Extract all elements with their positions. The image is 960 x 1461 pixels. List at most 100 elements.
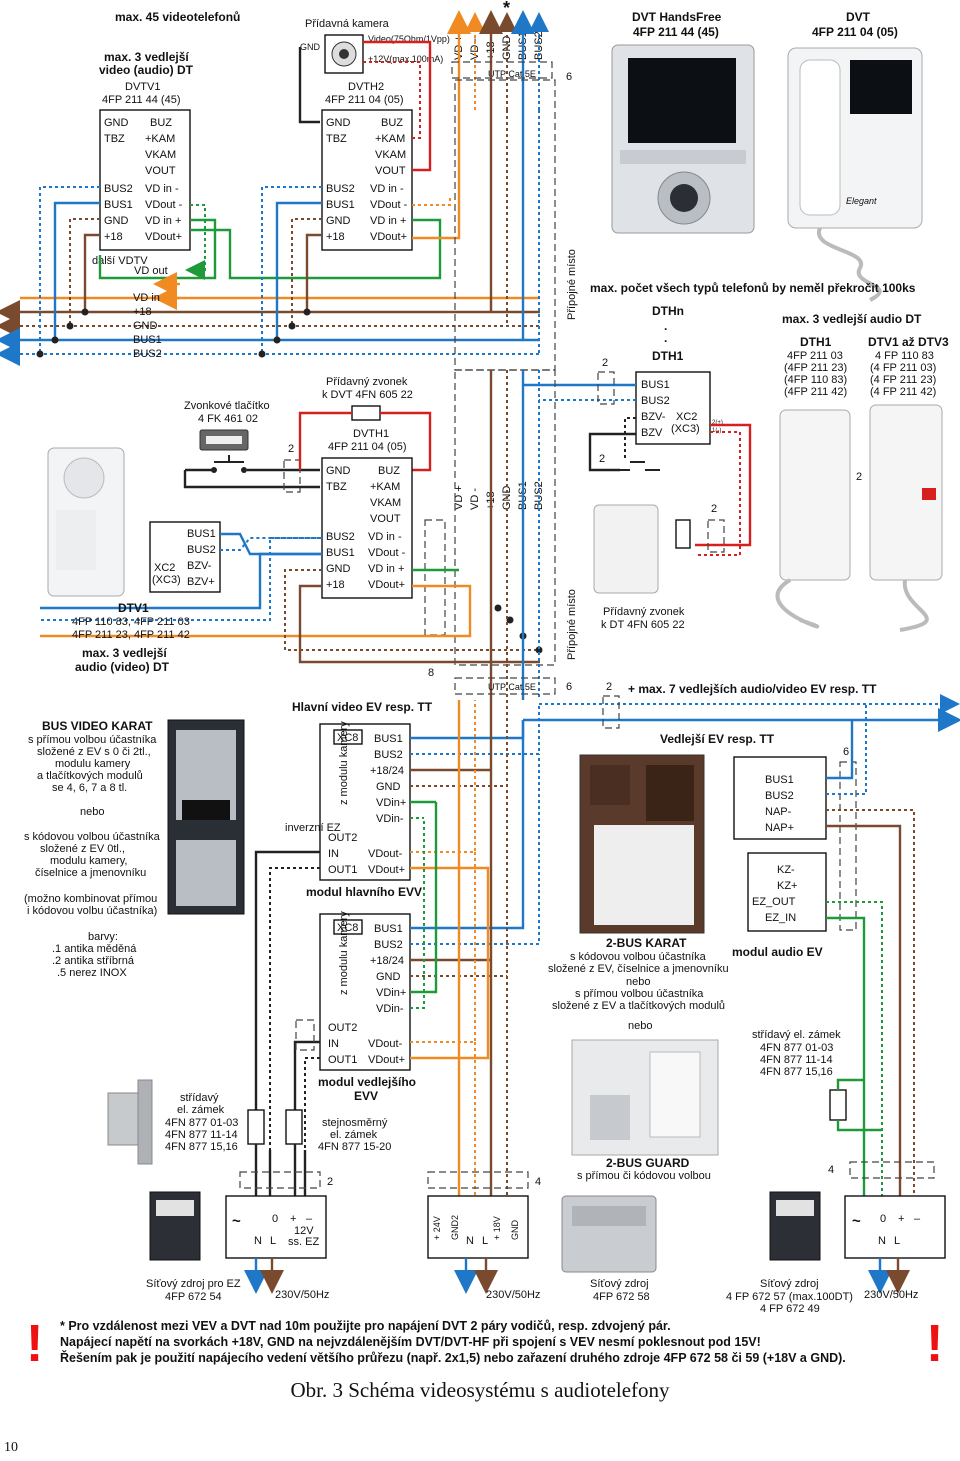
low-utp-box <box>454 677 556 695</box>
psu2-box <box>427 1195 529 1259</box>
num-2-dt-bell: 2 <box>711 503 717 515</box>
drop-dvth2-bus2 <box>261 186 322 354</box>
dtv1-left-pin-bus1: BUS1 <box>187 528 216 540</box>
side-ev-pin-1: BUS2 <box>374 939 403 951</box>
camera-gnd-label: GND <box>300 42 321 52</box>
wire-side-vdoutminus <box>410 852 476 1043</box>
main-ev-xc8: XC8 <box>337 732 358 744</box>
side-ev-xc8-box <box>333 919 363 935</box>
dvtv1-pin-r7: VDout+ <box>145 231 182 243</box>
main-ev-title: Hlavní video EV resp. TT <box>292 700 433 714</box>
dvtv1-pin-r1: +KAM <box>145 133 175 145</box>
dvth1-pin-r4: VD in - <box>368 531 402 543</box>
bus2-karat-title: 2-BUS KARAT <box>606 936 687 950</box>
camera-video-label: Video(75Ohm/1Vpp) <box>368 34 450 44</box>
karat-line2-2: modulu kamery, <box>50 855 127 867</box>
side-ev-footer-2: EVV <box>354 1089 378 1103</box>
key-icon <box>670 184 698 212</box>
psu1-sub-l: L <box>270 1235 276 1247</box>
lock-ac-left-title-2: el. zámek <box>177 1104 225 1116</box>
lock-ac-left-code-0: 4FN 877 01-03 <box>165 1117 238 1129</box>
karat-comb-1: i kódovou volbu účastníka) <box>27 905 157 917</box>
wire-dthn-bzvminus <box>624 417 636 458</box>
dtv1-left-pin-bus2: BUS2 <box>187 544 216 556</box>
side-tt-box1 <box>733 756 827 840</box>
psu1-image <box>149 1191 201 1261</box>
psu2-image <box>561 1195 657 1273</box>
karat-line2-1: složené z EV 0tl., <box>40 843 125 855</box>
lock-ac-right-title: střídavý el. zámek <box>752 1029 841 1041</box>
dvtv1-pin-l7: +18 <box>104 231 123 243</box>
utp-marker-dt-bell <box>707 519 725 553</box>
side-ev-pin-4: VDin+ <box>376 987 406 999</box>
utp-marker-side <box>295 1019 315 1051</box>
lock-ac-left-symbol <box>247 1109 265 1145</box>
drop-dvth2-18 <box>305 233 322 312</box>
psu1-title: Síťový zdroj pro EZ <box>146 1278 241 1290</box>
num-2-max7: 2 <box>606 681 612 693</box>
utp-marker-max7 <box>602 695 620 729</box>
junction <box>258 350 266 358</box>
dtv1-left-code-0: 4FP 110 83, 4FP 211 03 <box>72 616 190 628</box>
side-tt-pin1-2: NAP- <box>765 806 792 818</box>
psu3-code2: 4 FP 672 49 <box>760 1303 820 1315</box>
figure-caption: Obr. 3 Schéma videosystému s audiotelefo… <box>290 1378 670 1402</box>
karat-or: nebo <box>80 806 104 818</box>
psu1-sub-n: N <box>254 1235 262 1247</box>
top-bus-labels: VD + VD - +18 GND BUS1 BUS2 <box>453 31 545 60</box>
main-ev-out1: OUT1 <box>328 864 357 876</box>
wire-dvth1-gnd <box>284 569 540 651</box>
dvth2-pin-r1: +KAM <box>375 133 405 145</box>
psu1-term-minus: – <box>306 1213 313 1225</box>
num-8: 8 <box>428 667 434 679</box>
psu1-code: 4FP 672 54 <box>165 1291 222 1303</box>
dvtv1-pin-r5: VDout - <box>145 199 183 211</box>
dvtv1-header-2: video (audio) DT <box>99 63 194 77</box>
wire-dvth2-vdout-plus <box>412 110 461 240</box>
wiring-diagram: max. 45 videotelefonů Přídavná kamera GN… <box>0 0 960 1315</box>
trunk-junctions <box>36 308 311 358</box>
wire-tt-nap-plus <box>826 824 902 1200</box>
dvth2-pin-l1: TBZ <box>326 133 347 145</box>
dvth1-pins: GND TBZ BUS2 BUS1 GND +18 BUZ +KAM VKAM … <box>326 465 406 591</box>
dvtv1-pin-r6: VD in + <box>145 215 181 227</box>
dvtv1-header-1: max. 3 vedlejší <box>104 50 189 64</box>
num-2-doorbell: 2 <box>288 443 294 455</box>
dvth2-pin-r0: BUZ <box>381 117 403 129</box>
extra-bell-dt-device <box>593 504 659 594</box>
lock-dc-title-2: el. zámek <box>330 1129 378 1141</box>
dvtv1-box <box>99 109 191 251</box>
side-ev-xc8: XC8 <box>337 922 358 934</box>
dvth1-pin-l5: BUS1 <box>326 547 355 559</box>
dvtv1-pins: GND TBZ BUS2 BUS1 GND +18 BUZ +KAM VKAM … <box>104 117 183 243</box>
wire-dthn-bell-minus <box>695 431 741 556</box>
dvth2-pin-l0: GND <box>326 117 351 129</box>
wire-side-vdinminus <box>410 818 425 1009</box>
dvtv1-pin-r3: VOUT <box>145 165 176 177</box>
side-ev-footer-1: modul vedlejšího <box>318 1075 416 1089</box>
doorbell-code: 4 FK 461 02 <box>198 413 258 425</box>
dvth2-pin-r2: VKAM <box>375 149 406 161</box>
karat-line-0: s přímou volbou účastníka <box>28 734 157 746</box>
junction <box>36 350 44 358</box>
wire-dvtv1-vdinplus <box>98 218 217 280</box>
camera-power-label: +12V(max.100mA) <box>368 54 443 64</box>
num-4-psu3: 4 <box>828 1164 834 1176</box>
main-ev-in: IN <box>328 848 339 860</box>
dtv1-left-pin-bzvplus: BZV+ <box>187 576 215 588</box>
wire-dvtv1-vdout <box>185 204 206 280</box>
dvtv1-pin-r0: BUZ <box>150 117 172 129</box>
dtv1-left-pin-bzvminus: BZV- <box>187 560 212 572</box>
main-ev-xc8-box <box>333 729 363 745</box>
dvt-code: 4FP 211 04 (05) <box>812 25 898 39</box>
dthn-pin-bus2: BUS2 <box>641 395 670 407</box>
psu1-mains: 230V/50Hz <box>275 1289 329 1301</box>
dvth2-pin-l7: +18 <box>326 231 345 243</box>
dvtv1-vdout: VD out <box>134 265 168 277</box>
side-ev-out2: OUT2 <box>328 1022 357 1034</box>
dvth2-pin-r4: VD in - <box>370 183 404 195</box>
doorbell-label-slot <box>206 436 242 444</box>
wire-tt-ezin <box>826 916 866 1200</box>
karat-line-4: se 4, 6, 7 a 8 tl. <box>52 782 127 794</box>
dvt-hf-code: 4FP 211 44 (45) <box>633 25 719 39</box>
